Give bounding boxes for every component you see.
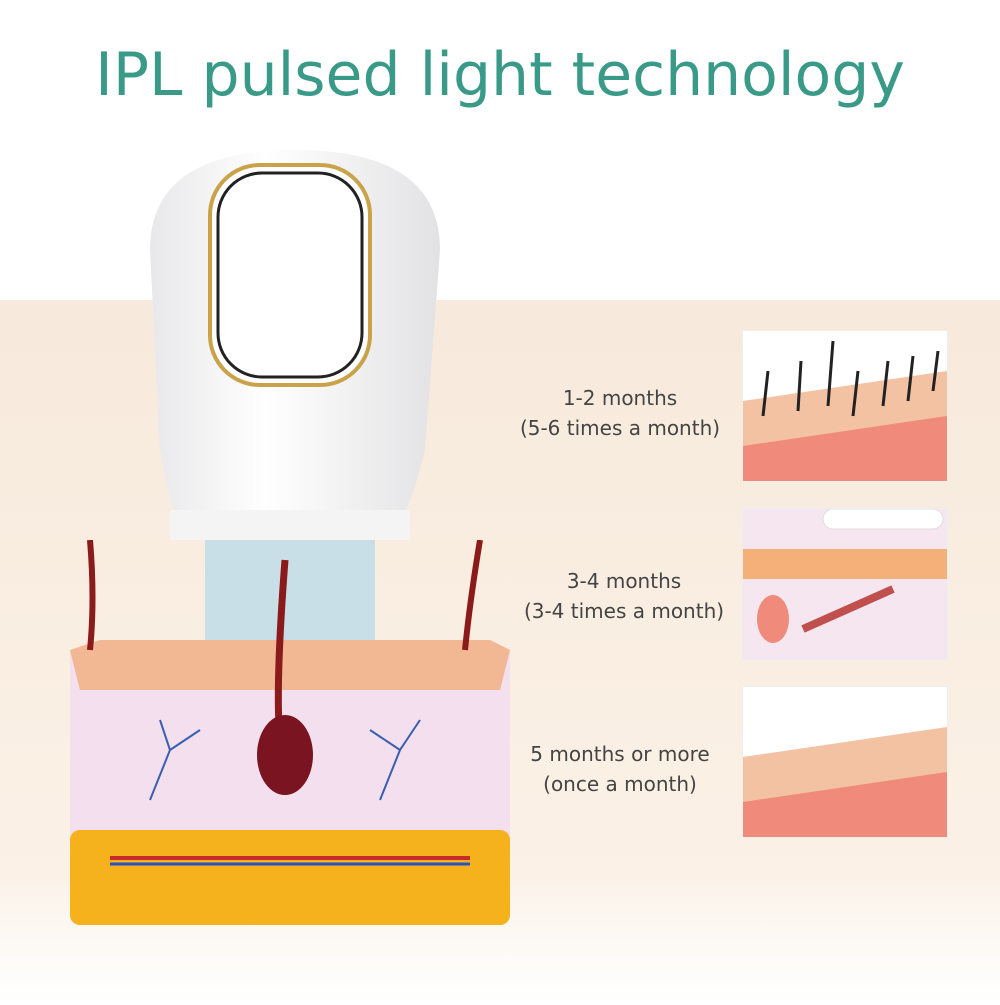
stage-2-label: 3-4 months (3-4 times a month) — [494, 566, 754, 626]
stage-2-skin-image — [742, 508, 948, 660]
stage-2-frequency: (3-4 times a month) — [523, 599, 725, 623]
stage-3-duration: 5 months or more — [530, 742, 710, 766]
stage-3-frequency: (once a month) — [543, 772, 697, 796]
stage-3-label: 5 months or more (once a month) — [490, 739, 750, 799]
stage-1-skin-image — [742, 330, 948, 482]
stage-1-frequency: (5-6 times a month) — [519, 416, 721, 440]
stage-2-duration: 3-4 months — [566, 569, 682, 593]
stage-3-skin-image — [742, 686, 948, 838]
stage-1-label: 1-2 months (5-6 times a month) — [490, 383, 750, 443]
ipl-device-illustration — [150, 150, 440, 540]
page-title: IPL pulsed light technology — [95, 40, 905, 110]
skin-cross-section-illustration — [70, 540, 510, 925]
stage-1-duration: 1-2 months — [562, 386, 678, 410]
